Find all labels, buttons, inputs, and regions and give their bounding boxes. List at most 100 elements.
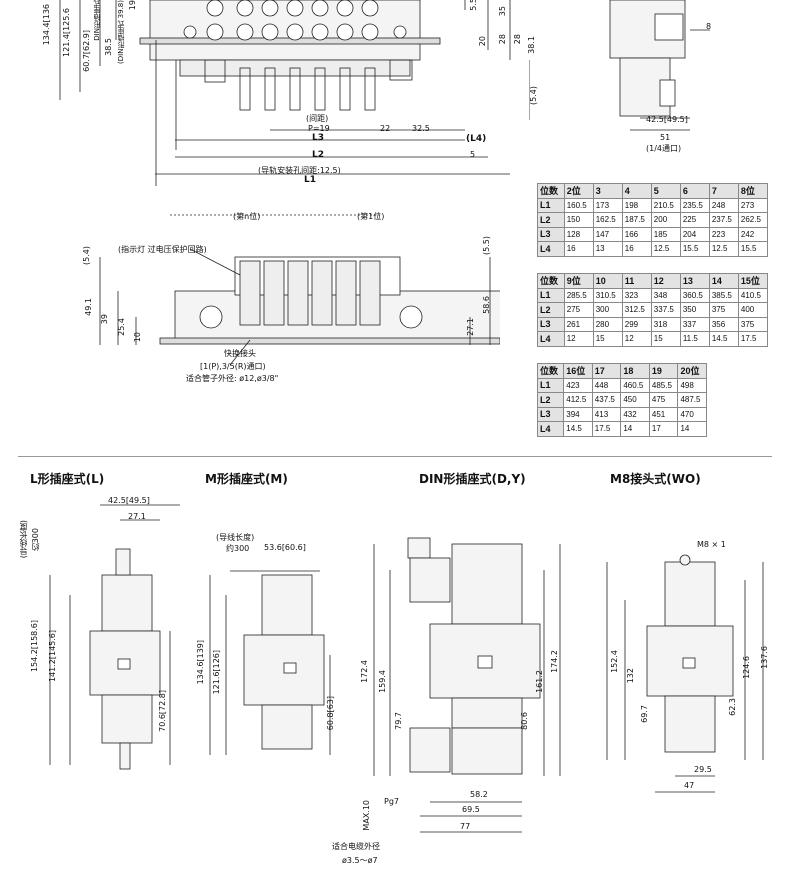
m8-type-drawing	[606, 554, 764, 793]
l-type-drawing	[49, 504, 180, 770]
table-cell: L2	[537, 212, 565, 228]
table-header-cell: 8位	[737, 183, 769, 199]
table-header-cell: 6	[679, 183, 710, 199]
table-cell: 450	[620, 392, 650, 408]
table-cell: 487.5	[677, 392, 707, 408]
table-cell: L1	[536, 377, 565, 393]
table-cell: 275	[563, 302, 594, 318]
table-cell: 337	[679, 316, 710, 332]
table-cell: L3	[537, 316, 565, 332]
dim-din-label: DIN形插座式	[93, 0, 101, 41]
table-cell: 448	[591, 377, 622, 393]
table-cell: 323	[621, 287, 652, 303]
table-cell: 17	[648, 421, 679, 437]
table-cell: L4	[537, 331, 565, 347]
l4-label: (L4)	[466, 134, 487, 144]
table-header-cell: 13	[679, 273, 710, 289]
dim-19: 19	[128, 0, 137, 11]
table-cell: 475	[648, 392, 679, 408]
table-cell: 356	[708, 316, 739, 332]
table-cell: 204	[679, 226, 710, 242]
table-cell: 200	[650, 212, 681, 228]
table-cell: 437.5	[591, 392, 622, 408]
table-cell: 300	[592, 302, 623, 318]
din-dim-77: 77	[460, 822, 471, 831]
dim-32-5: 32.5	[412, 124, 430, 133]
m-dim-134-6: 134.6[139]	[196, 640, 205, 685]
table-row: L3 394 413 432 451 470	[536, 406, 707, 422]
table-cell: 12	[621, 331, 652, 347]
table-header-cell: 11	[621, 273, 652, 289]
dim-38-5: 38.5	[104, 38, 113, 56]
table-row: L1 423 448 460.5 485.5 498	[536, 377, 707, 393]
table-cell: 210.5	[650, 197, 681, 213]
table-cell: 198	[621, 197, 652, 213]
table-cell: 15	[650, 331, 681, 347]
port-label: [1(P),3/5(R)通口)	[200, 362, 266, 371]
table-header-row: 位数 16位 17 18 19 20位	[536, 363, 707, 379]
table-cell: 248	[708, 197, 739, 213]
table-header-cell: 14	[708, 273, 739, 289]
table-cell: L1	[537, 197, 565, 213]
table-cell: 375	[737, 316, 769, 332]
table-cell: 285.5	[563, 287, 594, 303]
l-approx-300: 约300	[31, 528, 40, 552]
table-cell: 185	[650, 226, 681, 242]
table-cell: 162.5	[592, 212, 623, 228]
table-header-cell: 3	[592, 183, 623, 199]
manifold-side-view	[609, 0, 710, 131]
table-cell: 173	[592, 197, 623, 213]
table-header-cell: 12	[650, 273, 681, 289]
dim-28b: 28	[513, 34, 522, 45]
table-cell: 460.5	[620, 377, 650, 393]
table-cell: 235.5	[679, 197, 710, 213]
dim-42-5-top: 42.5[49.5]	[646, 115, 688, 124]
dim-134: 134.4[136	[42, 4, 51, 46]
table-cell: 312.5	[621, 302, 652, 318]
m-type-title: M形插座式(M)	[205, 472, 288, 486]
m-lead-length: (导线长度)	[216, 533, 255, 542]
table-row: L2 275 300 312.5 337.5 350 375 400	[537, 302, 769, 318]
m-type-drawing	[209, 570, 331, 755]
table-cell: 14.5	[708, 331, 739, 347]
m8-dim-62-3: 62.3	[728, 698, 737, 716]
table-cell: L4	[536, 421, 565, 437]
table-row: L1 160.5 173 198 210.5 235.5 248 273	[537, 197, 769, 213]
table-header-cell: 15位	[737, 273, 769, 289]
table-cell: 385.5	[708, 287, 739, 303]
din-type-drawing	[373, 537, 561, 833]
din-max-10: MAX.10	[362, 800, 371, 831]
m8-type-title: M8接头式(WO)	[610, 472, 701, 486]
l3-label: L3	[312, 133, 324, 143]
din-cable-od-range: ø3.5～ø7	[342, 856, 378, 865]
table-header-cell: 2位	[563, 183, 594, 199]
l-dim-42-5: 42.5[49.5]	[108, 496, 150, 505]
table-cell: 394	[563, 406, 593, 422]
table-cell: 337.5	[650, 302, 681, 318]
table-cell: 160.5	[563, 197, 594, 213]
station-1: (第1位)	[357, 212, 385, 221]
m8-dim-152-4: 152.4	[610, 650, 619, 673]
table-cell: 400	[737, 302, 769, 318]
table-cell: 299	[621, 316, 652, 332]
l2-label: L2	[312, 150, 324, 160]
table-header-cell: 4	[621, 183, 652, 199]
table-cell: 410.5	[737, 287, 769, 303]
table-header-cell: 9位	[563, 273, 594, 289]
table-cell: 412.5	[563, 392, 593, 408]
dim-10: 10	[133, 332, 142, 343]
table-cell: L2	[536, 392, 565, 408]
dim-5: 5	[470, 150, 476, 159]
manifold-bottom-view	[99, 214, 500, 366]
dim-table-3: 位数 16位 17 18 19 20位 L1 423 448 460.5 485…	[536, 363, 707, 437]
m8-dim-69-7: 69.7	[640, 705, 649, 723]
table-row: L4 14.5 17.5 14 17 14	[536, 421, 707, 437]
station-n: (第n位)	[233, 212, 261, 221]
table-cell: 12.5	[708, 241, 739, 257]
dim-5-4-top: (5.4)	[529, 86, 538, 105]
table-cell: 375	[708, 302, 739, 318]
section-divider	[18, 456, 772, 457]
m-dim-60-8: 60.8[63]	[326, 696, 335, 731]
dim-22: 22	[380, 124, 391, 133]
table-cell: L2	[537, 302, 565, 318]
